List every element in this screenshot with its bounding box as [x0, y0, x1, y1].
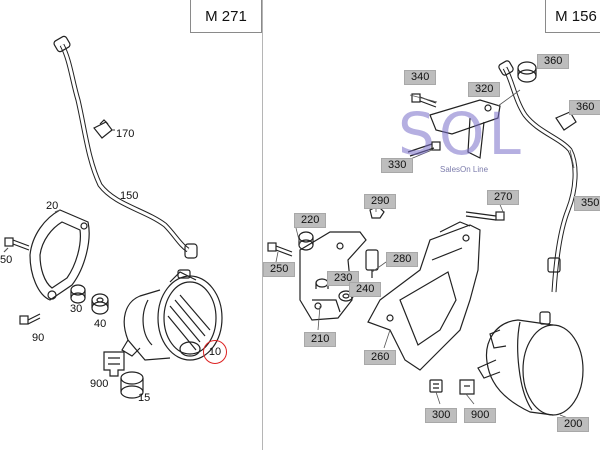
- callout-360-top: 360: [537, 54, 570, 69]
- callout-350: 350: [574, 196, 600, 211]
- bolt-50: [3, 237, 30, 253]
- sensor-280: [365, 249, 379, 278]
- callout-220: 220: [294, 213, 327, 228]
- connector-900: [103, 351, 125, 377]
- callout-270: 270: [487, 190, 520, 205]
- clip-360-lower: [555, 111, 577, 131]
- bracket-320: [429, 99, 501, 159]
- callout-250: 250: [263, 262, 296, 277]
- callout-320: 320: [468, 82, 501, 97]
- connector-900-right: [459, 379, 475, 395]
- callout-260: 260: [364, 350, 397, 365]
- fitting-360-top: [517, 61, 537, 83]
- callout-50: 50: [0, 254, 13, 266]
- hose-350: [498, 60, 578, 293]
- callout-10-highlighted: 10: [203, 340, 227, 364]
- callout-330: 330: [381, 158, 414, 173]
- spacer-30: [70, 284, 86, 304]
- callout-300: 300: [425, 408, 458, 423]
- panel-divider: [262, 0, 263, 450]
- callout-20: 20: [46, 200, 59, 212]
- callout-170: 170: [116, 128, 135, 140]
- callout-240: 240: [349, 282, 382, 297]
- hose-15: [120, 371, 144, 399]
- bolt-90: [19, 313, 41, 325]
- model-label-m271: M 271: [190, 0, 262, 33]
- bracket-20: [29, 209, 90, 301]
- bolt-250: [267, 242, 293, 257]
- callout-90: 90: [32, 332, 45, 344]
- callout-200: 200: [557, 417, 590, 432]
- watermark-subtitle: SalesOn Line: [440, 165, 489, 174]
- callout-40: 40: [94, 318, 107, 330]
- callout-900: 900: [90, 378, 109, 390]
- connector-300: [429, 379, 443, 393]
- hose-150: [53, 35, 198, 259]
- callout-280: 280: [386, 252, 419, 267]
- air-pump-200: [477, 311, 584, 416]
- callout-900-right: 900: [464, 408, 497, 423]
- bushing-220: [298, 231, 314, 251]
- callout-30: 30: [70, 303, 83, 315]
- model-label-m156: M 156: [545, 0, 600, 33]
- callout-210: 210: [304, 332, 337, 347]
- callout-150: 150: [120, 190, 139, 202]
- callout-290: 290: [364, 194, 397, 209]
- bracket-260: [367, 221, 481, 371]
- bushing-40: [91, 293, 109, 315]
- callout-15: 15: [138, 392, 151, 404]
- clip-170: [93, 119, 113, 139]
- air-pump-10: [121, 269, 223, 361]
- bolt-330: [407, 141, 441, 157]
- callout-340: 340: [404, 70, 437, 85]
- callout-360-lower: 360: [569, 100, 600, 115]
- bolt-270: [465, 211, 505, 221]
- watermark-logo: SOL: [398, 100, 525, 168]
